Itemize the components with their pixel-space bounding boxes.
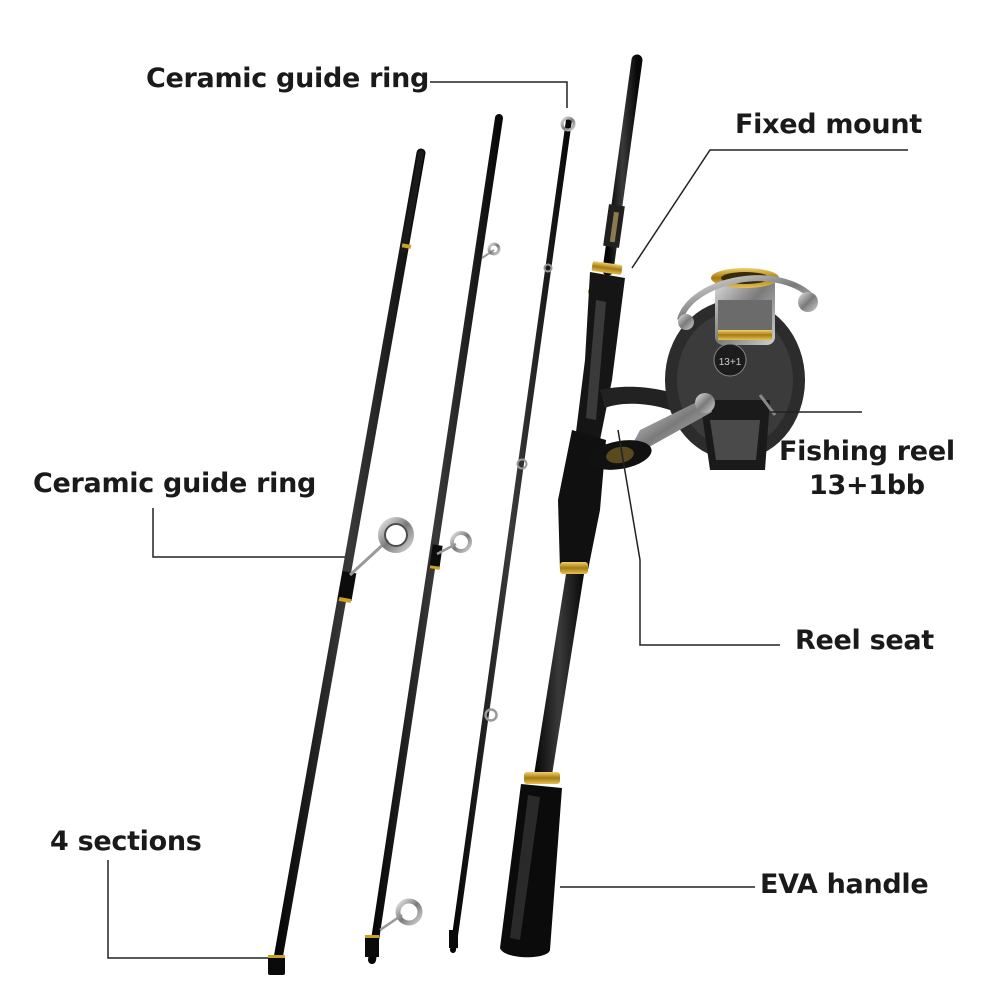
guide-ring-section-2-mid <box>436 531 472 556</box>
label-fixed-mount: Fixed mount <box>735 109 922 140</box>
label-bearing-count: 13+1bb <box>808 470 925 501</box>
leader-line-ceramic-mid <box>152 508 345 558</box>
label-ceramic-guide-ring-top: Ceramic guide ring <box>146 63 430 94</box>
label-ceramic-guide-ring-middle: Ceramic guide ring <box>33 468 317 499</box>
rod-section-3 <box>449 117 572 953</box>
tip-guide-ring <box>484 116 576 722</box>
leader-line-sections <box>107 860 268 959</box>
rod-section-1 <box>268 148 426 975</box>
leader-lines <box>107 81 908 959</box>
ceramic-guide-ring-large <box>348 517 414 577</box>
rod-section-2 <box>365 114 503 964</box>
label-fishing-reel: Fishing reel 13+1bb <box>779 435 955 503</box>
rod-butt-section <box>500 54 643 958</box>
leader-line-ceramic-top <box>430 81 568 108</box>
leader-line-fixed-mount <box>631 149 908 269</box>
label-eva-handle: EVA handle <box>760 869 929 900</box>
label-reel-seat: Reel seat <box>795 625 934 656</box>
reel-model-marking: 13+1 <box>719 357 742 368</box>
label-sections: 4 sections <box>50 826 202 857</box>
leader-line-reel-seat <box>617 429 780 646</box>
spinning-reel: 13+1 <box>588 268 818 470</box>
guide-ring-section-2-top <box>481 242 501 259</box>
guide-ring-section-2-bottom <box>379 898 423 932</box>
label-fishing-reel-name: Fishing reel <box>779 436 955 467</box>
